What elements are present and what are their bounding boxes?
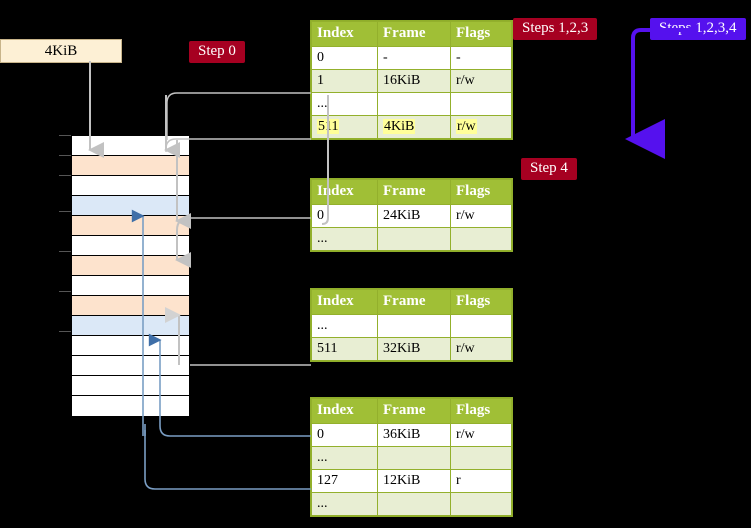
cell-index: ... — [311, 227, 378, 251]
table-row: ... — [311, 314, 512, 338]
column-header-flags: Flags — [450, 179, 512, 205]
cell-frame: - — [377, 46, 451, 70]
cell-flags — [450, 492, 512, 516]
memory-frame-row — [72, 336, 189, 356]
cell-frame — [377, 314, 451, 338]
cell-frame: 24KiB — [377, 204, 451, 228]
column-header-frame: Frame — [377, 289, 451, 315]
cell-index: 1 — [311, 69, 378, 93]
connector-pml4-row1 — [166, 92, 311, 140]
memory-frame-row — [72, 296, 189, 316]
memory-tick-mark — [59, 291, 71, 292]
memory-frame-row — [72, 216, 189, 236]
cell-flags: r/w — [450, 69, 512, 93]
memory-tick-mark — [59, 251, 71, 252]
table-row: ... — [311, 446, 512, 470]
memory-tick-mark — [59, 175, 71, 176]
memory-frame-row — [72, 316, 189, 336]
arrow-blue-to-row4 — [144, 424, 150, 489]
highlighted-value: 4KiB — [383, 118, 416, 134]
badge-step-4: Step 4 — [521, 158, 577, 180]
cell-frame — [377, 446, 451, 470]
column-header-flags: Flags — [450, 21, 512, 47]
badge-steps-1234: Steps 1,2,3,4 — [650, 18, 746, 40]
cell-index: 511 — [311, 337, 378, 361]
memory-frame-row — [72, 356, 189, 376]
memory-frame-row — [72, 196, 189, 216]
memory-frame-row — [72, 236, 189, 256]
connector-pt-row127 — [144, 424, 311, 490]
physical-memory-grid — [71, 135, 190, 416]
cell-flags — [450, 92, 512, 116]
column-header-frame: Frame — [377, 179, 451, 205]
memory-frame-row — [72, 156, 189, 176]
column-header-index: Index — [311, 21, 378, 47]
cell-frame: 4KiB — [377, 115, 451, 139]
cell-index: 0 — [311, 204, 378, 228]
badge-steps-123: Steps 1,2,3 — [513, 18, 598, 40]
column-header-flags: Flags — [450, 398, 512, 424]
cell-flags — [450, 446, 512, 470]
cell-flags: r/w — [450, 423, 512, 447]
cell-index: ... — [311, 92, 378, 116]
memory-frame-row — [72, 396, 189, 416]
column-header-frame: Frame — [377, 21, 451, 47]
column-header-flags: Flags — [450, 289, 512, 315]
kib-frame-label: 4KiB — [44, 42, 78, 59]
cell-frame: 36KiB — [377, 423, 451, 447]
memory-frame-row — [72, 256, 189, 276]
kib-frame-box: 4KiB — [0, 39, 122, 63]
memory-frame-row — [72, 276, 189, 296]
memory-tick-mark — [59, 211, 71, 212]
table-row: ... — [311, 492, 512, 516]
column-header-index: Index — [311, 398, 378, 424]
table-row: 0-- — [311, 46, 512, 70]
table-row: ... — [311, 92, 512, 116]
highlighted-value: r/w — [456, 118, 477, 134]
memory-frame-row — [72, 176, 189, 196]
cell-flags — [450, 314, 512, 338]
cell-flags: r/w — [450, 115, 512, 139]
highlighted-value: 511 — [317, 118, 340, 134]
cell-flags: r — [450, 469, 512, 493]
cell-frame — [377, 227, 451, 251]
cell-index: 127 — [311, 469, 378, 493]
cell-frame: 16KiB — [377, 69, 451, 93]
cell-index: 511 — [311, 115, 378, 139]
cell-index: ... — [311, 492, 378, 516]
cell-frame — [377, 92, 451, 116]
cell-flags — [450, 227, 512, 251]
column-header-index: Index — [311, 289, 378, 315]
memory-frame-row — [72, 136, 189, 156]
cell-flags: - — [450, 46, 512, 70]
cell-frame: 32KiB — [377, 337, 451, 361]
table-row: 511 4KiB r/w — [311, 115, 512, 139]
table-row: ... — [311, 227, 512, 251]
cell-index: 0 — [311, 46, 378, 70]
memory-tick-mark — [59, 155, 71, 156]
arrow-steps-bracket — [625, 28, 698, 159]
cell-flags: r/w — [450, 204, 512, 228]
cell-frame — [377, 492, 451, 516]
cell-index: ... — [311, 446, 378, 470]
cell-index: ... — [311, 314, 378, 338]
memory-frame-row — [72, 376, 189, 396]
column-header-index: Index — [311, 179, 378, 205]
badge-step-0: Step 0 — [189, 41, 245, 63]
memory-tick-mark — [59, 135, 71, 136]
cell-index: 0 — [311, 423, 378, 447]
column-header-frame: Frame — [377, 398, 451, 424]
cell-frame: 12KiB — [377, 469, 451, 493]
memory-tick-mark — [59, 331, 71, 332]
cell-flags: r/w — [450, 337, 512, 361]
